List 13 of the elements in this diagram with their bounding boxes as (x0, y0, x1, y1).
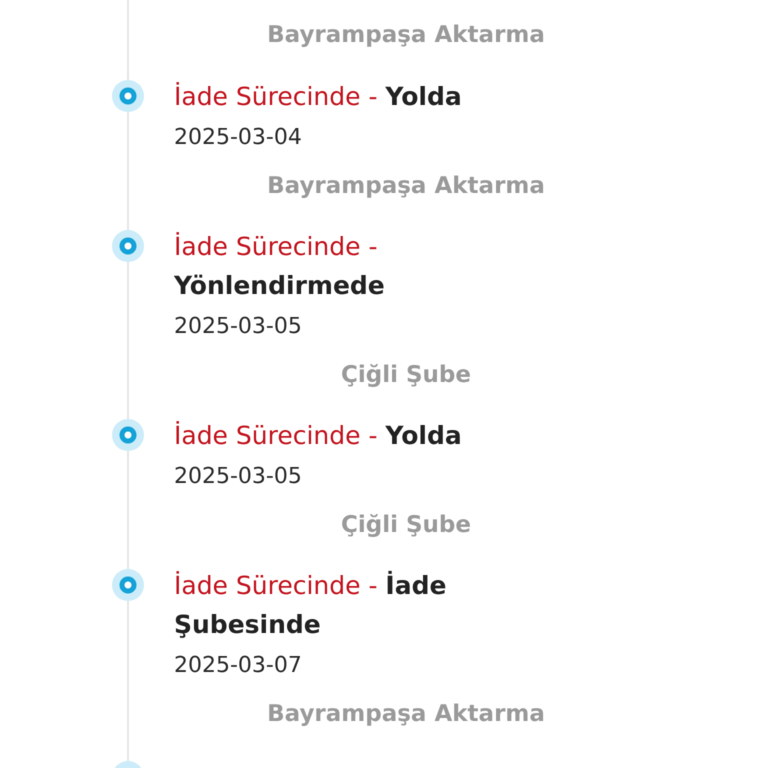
location-text: Çiğli Şube (341, 511, 471, 540)
date-text: 2025-03-05 (174, 463, 302, 491)
location-text: Bayrampaşa Aktarma (267, 700, 545, 729)
date-text: 2025-03-07 (174, 652, 302, 680)
status-text: İade Sürecinde - Yolda (174, 80, 462, 112)
location-text: Çiğli Şube (341, 361, 471, 390)
location-text: Bayrampaşa Aktarma (267, 21, 545, 50)
date-text: 2025-03-05 (174, 313, 302, 341)
status-text: İade Sürecinde - Yolda (174, 420, 462, 452)
date-text: 2025-03-04 (174, 124, 302, 152)
location-text: Bayrampaşa Aktarma (267, 172, 545, 201)
status-text: İade Sürecinde - Yönlendirmede (174, 230, 386, 302)
status-text: İade Sürecinde - İade Şubesinde (174, 570, 448, 640)
